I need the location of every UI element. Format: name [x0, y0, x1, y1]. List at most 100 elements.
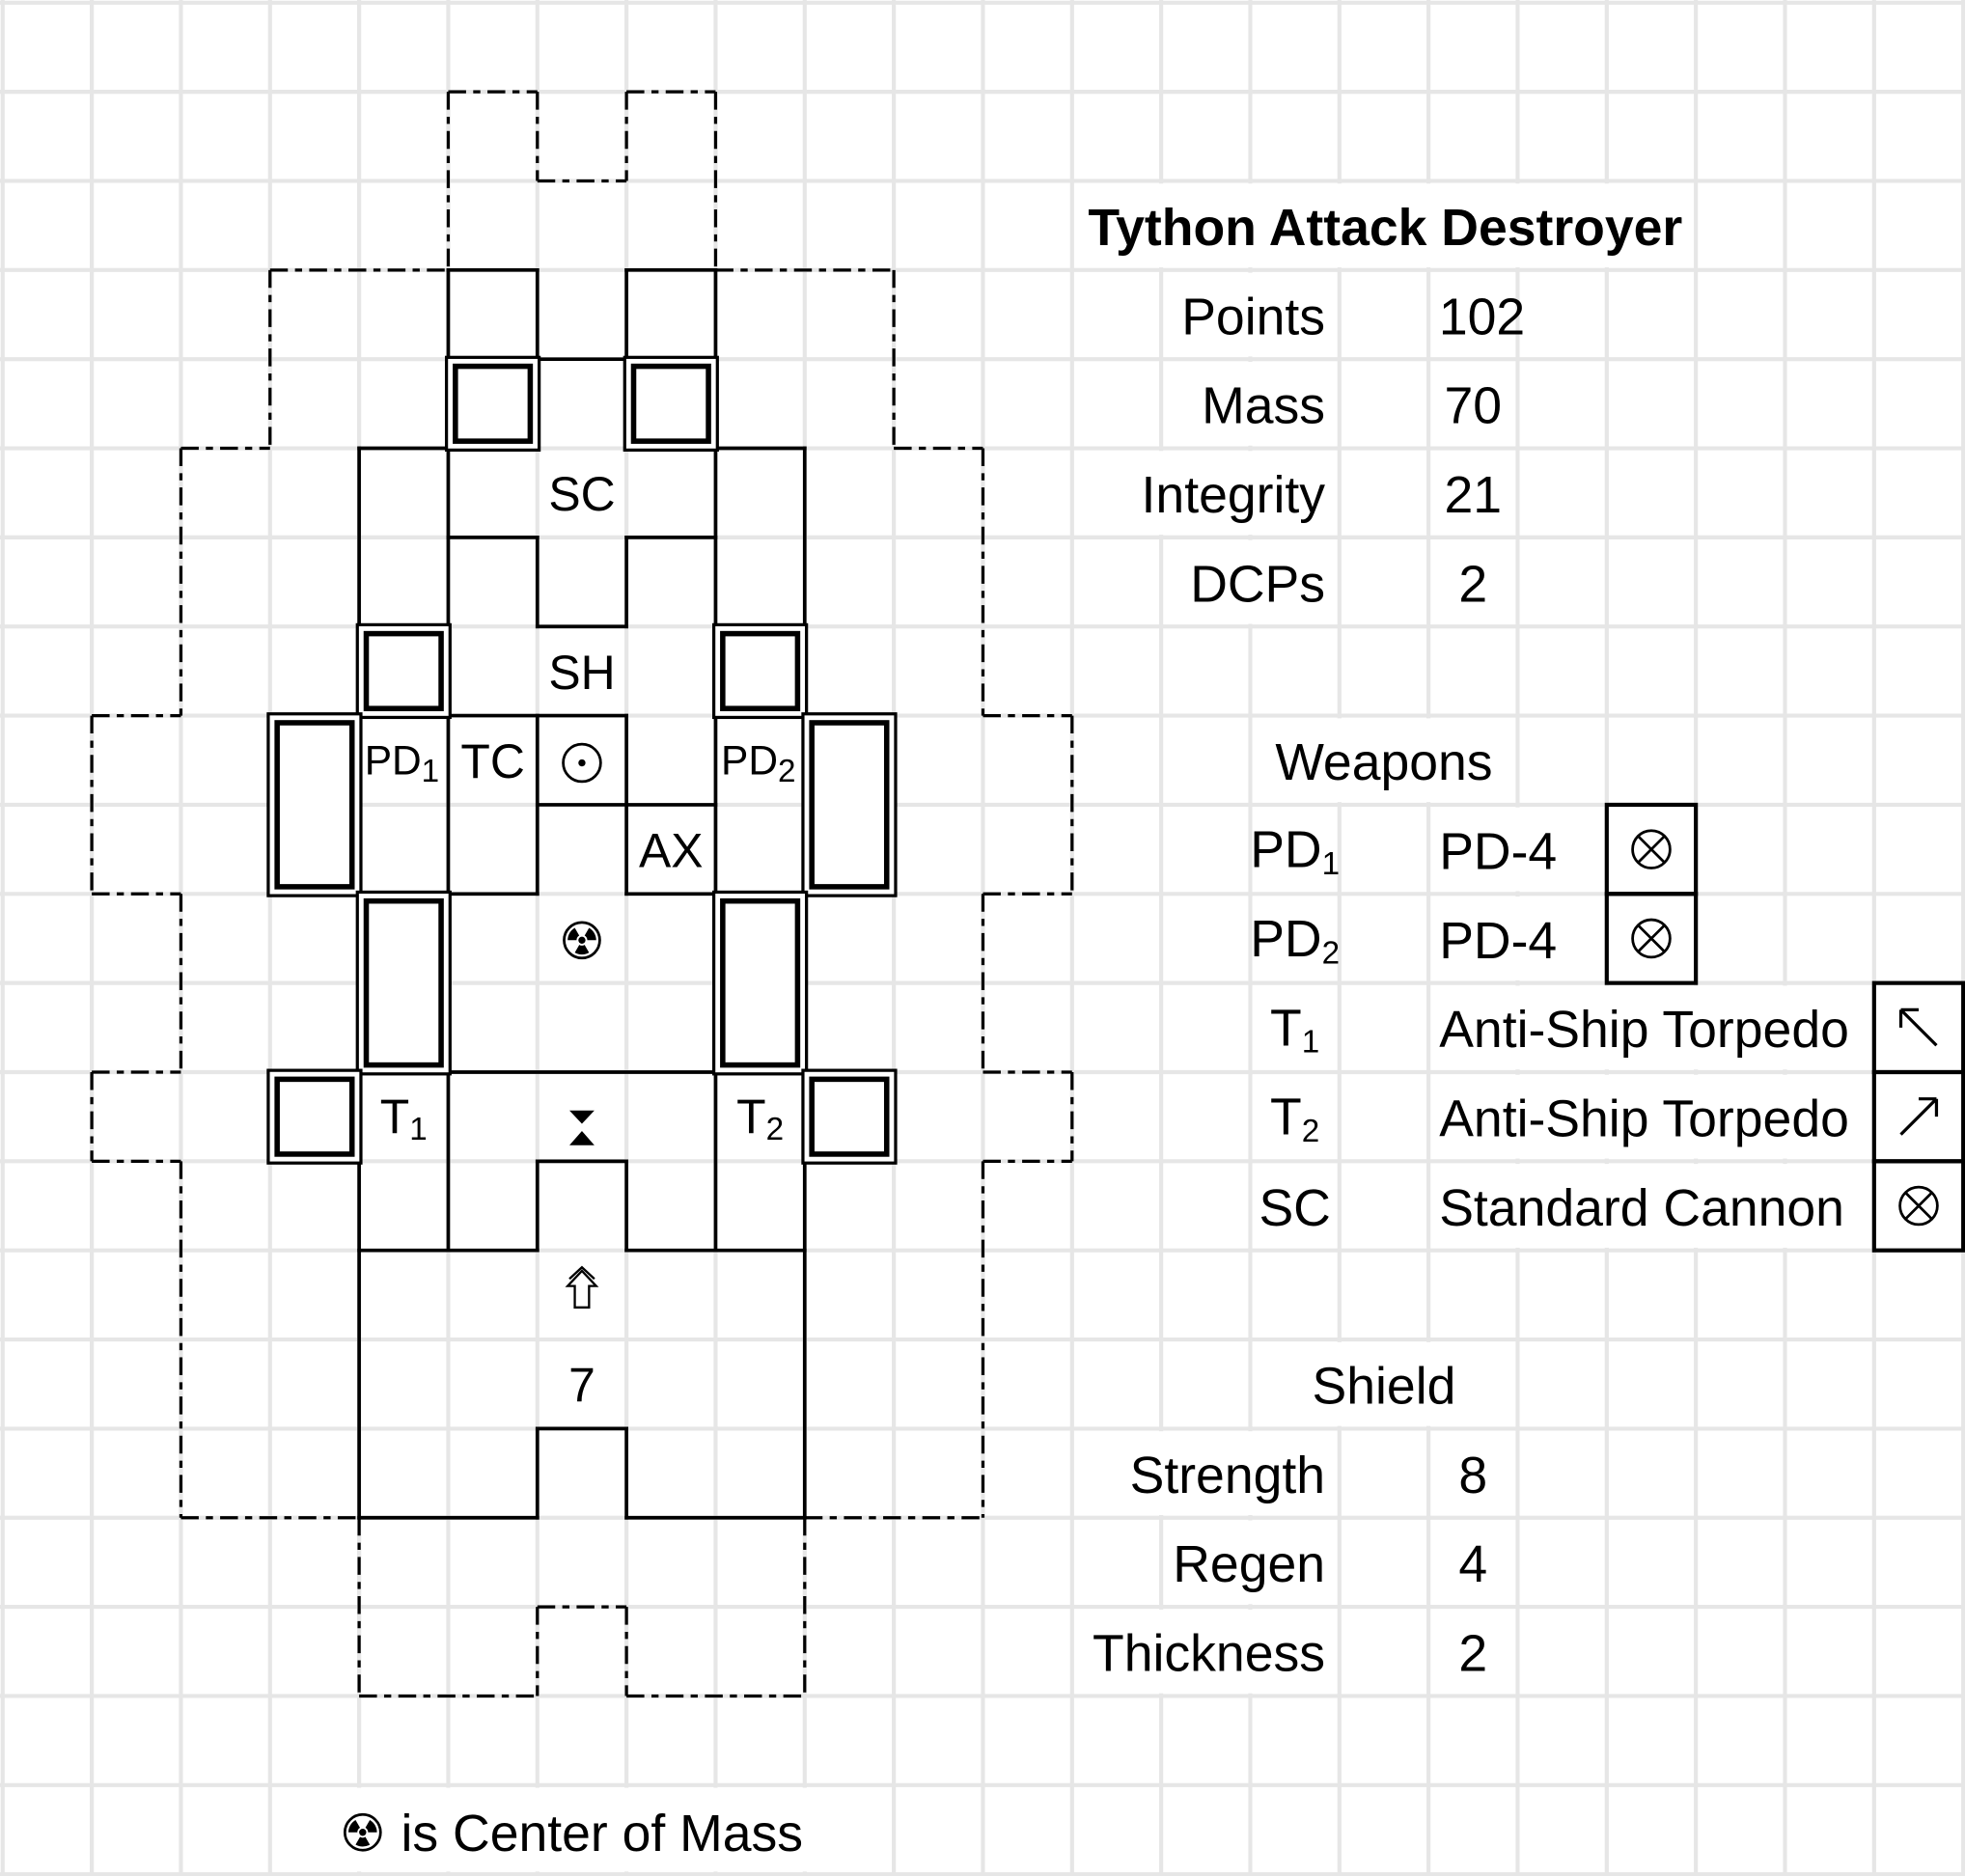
cell-background — [1430, 985, 1872, 1070]
stat-label: DCPs — [1190, 556, 1325, 613]
circle — [562, 742, 602, 784]
label-t1: T1 — [380, 1090, 428, 1147]
label-t2: T2 — [736, 1090, 784, 1147]
weapons-header: Weapons — [1275, 734, 1492, 791]
weapon-id: PD1 — [1250, 822, 1340, 882]
stat-value: 102 — [1439, 289, 1525, 345]
cell-background — [1163, 1520, 1338, 1605]
weapon-name: PD-4 — [1439, 823, 1557, 880]
armor-box — [444, 355, 541, 452]
armor-box — [266, 1068, 363, 1165]
cell-background — [1430, 807, 1605, 892]
armor-outer-wall — [711, 890, 809, 1076]
cell-background — [1074, 451, 1338, 536]
circled-x-icon — [1898, 1185, 1939, 1227]
stat-value: 21 — [1445, 467, 1503, 524]
armor-outer-wall — [801, 1068, 898, 1165]
weapon-name: Anti-Ship Torpedo — [1439, 1002, 1849, 1059]
cell-background — [1430, 1164, 1872, 1248]
armor-box — [355, 890, 452, 1076]
thrust-arrow-icon — [565, 1265, 599, 1309]
armor-box — [801, 712, 898, 897]
stat-value: 70 — [1445, 378, 1503, 435]
arrow — [1899, 1097, 1939, 1136]
blade — [584, 927, 596, 941]
arc-box — [1604, 892, 1699, 985]
label-sc: SC — [548, 467, 615, 521]
armor-outer-wall — [355, 890, 452, 1076]
label-ax: AX — [639, 824, 704, 878]
circled-x-icon — [1631, 829, 1672, 869]
dot — [578, 759, 586, 767]
shield-value: 8 — [1458, 1448, 1487, 1504]
stats-table: Tython Attack Destroyer Points 102 Mass … — [1088, 200, 1682, 613]
stat-value: 2 — [1458, 556, 1487, 613]
circle — [1898, 1185, 1939, 1227]
circle — [1631, 829, 1672, 869]
weapon-id: T2 — [1270, 1090, 1319, 1149]
label-thrust: 7 — [568, 1359, 595, 1413]
cell-background — [317, 1787, 852, 1872]
cross — [1904, 1191, 1933, 1221]
cell-background — [1163, 539, 1338, 624]
shield-value: 2 — [1458, 1626, 1487, 1683]
label-pd1: PD1 — [365, 738, 439, 789]
armor-outer-wall — [711, 622, 809, 720]
cell-background — [1074, 1609, 1338, 1694]
cell-background — [1074, 183, 1694, 268]
radiation-icon — [343, 1812, 382, 1852]
cell-background — [1430, 897, 1605, 980]
armor-inner-wall — [720, 897, 801, 1068]
arrow-up-right-icon — [1899, 1097, 1939, 1136]
armor-box — [801, 1068, 898, 1165]
label-sh: SH — [548, 646, 615, 700]
radiation-icon — [563, 921, 601, 960]
cross — [1637, 924, 1666, 953]
cell-background — [1253, 985, 1338, 1070]
armor-inner-wall — [363, 630, 444, 711]
armor-outer-wall — [444, 355, 541, 452]
ship-diagram-labels: SC SH PD1 TC PD2 AX T1 T2 7 — [365, 467, 796, 1413]
circled-x-icon — [1631, 918, 1672, 959]
armor-inner-wall — [809, 1076, 890, 1157]
blade — [365, 1819, 377, 1833]
stat-label: Mass — [1202, 378, 1325, 435]
blade — [355, 1836, 371, 1847]
arrow-up-left-icon — [1898, 1007, 1938, 1047]
armor-inner-wall — [363, 897, 444, 1068]
cell-background — [1253, 1341, 1515, 1426]
cell-background — [1163, 272, 1338, 357]
cell-background — [1253, 718, 1515, 803]
cross — [1637, 835, 1666, 864]
hub — [359, 1829, 367, 1836]
blade — [348, 1819, 361, 1833]
armor-inner-wall — [809, 720, 890, 890]
cell-background — [1253, 1164, 1338, 1248]
shield-label: Regen — [1173, 1536, 1325, 1593]
armor-outer-wall — [355, 622, 452, 720]
cell-background — [1253, 1074, 1338, 1159]
hull-outline — [266, 267, 898, 1520]
shield-table: Shield Strength 8 Regen 4 Thickness 2 — [1093, 1359, 1487, 1683]
hub — [578, 936, 586, 945]
armor-box — [355, 622, 452, 720]
armor-outer-wall — [266, 712, 363, 897]
armor-outer-wall — [623, 355, 719, 452]
shield-label: Strength — [1130, 1448, 1325, 1504]
cell-backgrounds — [317, 183, 1872, 1872]
armor-box — [711, 622, 809, 720]
weapon-name: Standard Cannon — [1439, 1180, 1844, 1237]
hourglass-icon — [569, 1110, 595, 1145]
cell-background — [1253, 897, 1338, 980]
weapon-id: PD2 — [1250, 911, 1340, 971]
shield-label: Thickness — [1093, 1626, 1325, 1683]
arc-box — [1871, 1159, 1965, 1253]
armor-box — [266, 712, 363, 897]
cell-background — [1430, 1074, 1872, 1159]
footer-legend-text: is Center of Mass — [401, 1806, 804, 1862]
cell-background — [1074, 1431, 1338, 1515]
shield-value: 4 — [1458, 1536, 1487, 1593]
stat-label: Points — [1181, 289, 1325, 345]
armor-inner-wall — [274, 720, 355, 890]
arrow — [1898, 1007, 1938, 1047]
